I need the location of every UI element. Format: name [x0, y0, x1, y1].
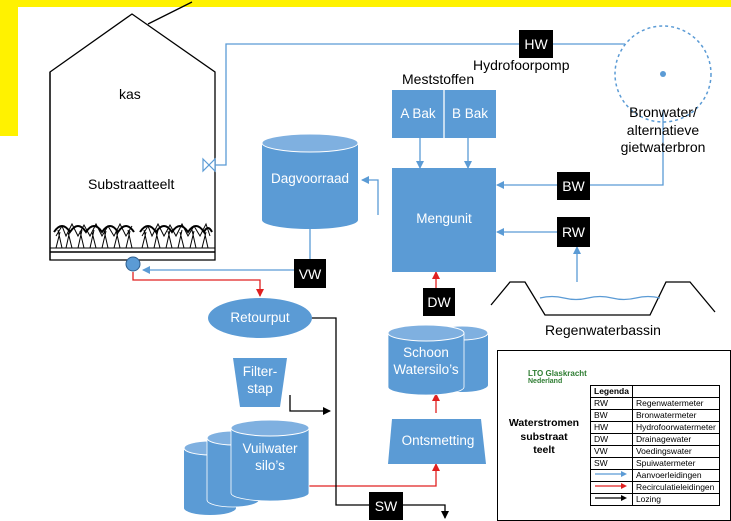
legend-line-desc: Aanvoerleidingen: [631, 469, 720, 482]
legend-header-row: Legenda: [590, 385, 720, 398]
schoon-line-2: Watersilo’s: [393, 361, 459, 377]
vuilwater-silos: [183, 419, 310, 515]
legend-desc: Hydrofoorwatermeter: [631, 421, 720, 434]
bassin-water: [539, 295, 661, 301]
legend-code: DW: [590, 433, 633, 446]
legend-code: RW: [590, 397, 633, 410]
ontsmetting-shape: [388, 419, 486, 464]
vuilwater-label: Vuilwater silo’s: [231, 441, 309, 475]
legend-code: VW: [590, 445, 633, 458]
line-hw-to-greenhouse: [215, 43, 520, 166]
legend-line-row: Lozing: [590, 493, 720, 506]
mengunit-box: [392, 168, 496, 272]
legend-desc: Bronwatermeter: [631, 409, 720, 422]
schoon-line-1: Schoon: [403, 345, 449, 360]
legend-title: Waterstromen substraat teelt: [502, 417, 586, 458]
legend-desc: Drainagewater: [631, 433, 720, 446]
legend-line-row: Aanvoerleidingen: [590, 469, 720, 482]
bronwater-line-1: Bronwater/: [629, 104, 697, 120]
vuilwater-line-1: Vuilwater: [242, 441, 298, 456]
bw-meter-badge: BW: [557, 172, 590, 200]
plants-left: [53, 222, 135, 249]
vuilwater-line-2: silo’s: [255, 457, 285, 473]
filter-label: Filter- stap: [233, 364, 287, 398]
logo-text: LTO Glaskracht Nederland: [528, 369, 587, 386]
legend-desc: Spuiwatermeter: [631, 457, 720, 470]
legend-desc: Regenwatermeter: [631, 397, 720, 410]
mengunit-label: Mengunit: [416, 211, 472, 226]
line-mengunit-to-dagvoorraad: [361, 176, 379, 215]
line-silo-to-ontsmetting: [262, 463, 440, 487]
line-retourput-to-sw: [310, 317, 369, 506]
accent-bar-top: [0, 0, 731, 7]
recirculation-line-icon: [595, 483, 627, 489]
sw-meter-badge: SW: [369, 492, 403, 520]
valve-icon: [202, 157, 216, 173]
schoon-silos: [387, 324, 489, 396]
retourput-label: Retourput: [230, 310, 290, 325]
legend-code: SW: [590, 457, 633, 470]
greenhouse-vent: [147, 1, 193, 25]
greenhouse-label: Substraatteelt: [88, 176, 175, 192]
dagvoorraad-label: Dagvoorraad: [270, 171, 350, 186]
line-drip-to-retourput: [132, 272, 264, 297]
legend-header: Legenda: [590, 385, 633, 398]
legend-line-row: Recirculatieleidingen: [590, 481, 720, 494]
dagvoorraad-tank: [262, 143, 358, 229]
regenwaterbassin-label: Regenwaterbassin: [545, 322, 661, 338]
greenhouse-title: kas: [119, 86, 141, 102]
legend-line-desc: Recirculatieleidingen: [631, 481, 720, 494]
rw-meter-badge: RW: [557, 217, 590, 247]
logo-line-1: LTO Glaskracht: [528, 369, 587, 378]
drain-line-icon: [595, 495, 627, 501]
bronwater-label: Bronwater/ alternatieve gietwaterbron: [603, 104, 723, 157]
plants-right: [139, 222, 213, 249]
supply-line-icon: [595, 471, 627, 477]
legend-code: BW: [590, 409, 633, 422]
ontsmetting-label: Ontsmetting: [401, 433, 475, 448]
legend-title-line-3: teelt: [533, 444, 555, 457]
legend-code: HW: [590, 421, 633, 434]
a-bak-label: A Bak: [400, 106, 436, 121]
hydrofoorpomp-label: Hydrofoorpomp: [473, 57, 570, 73]
vw-meter-badge: VW: [294, 259, 326, 288]
hw-meter-badge: HW: [519, 30, 553, 58]
retourput-shape: [208, 298, 312, 338]
bronwater-source: [614, 25, 712, 123]
b-bak-label: B Bak: [451, 106, 489, 121]
bassin-outline: [490, 281, 716, 316]
greenhouse-outline: [49, 13, 216, 261]
logo-line-2: Nederland: [528, 378, 563, 385]
filter-shape: [233, 358, 287, 407]
legend-title-line-1: Waterstromen: [508, 417, 580, 429]
accent-bar-left: [0, 0, 18, 136]
bronwater-line-3: gietwaterbron: [620, 139, 706, 155]
legend-title-line-2: substraat: [520, 430, 568, 443]
filter-line-1: Filter-: [242, 364, 278, 379]
drip-point: [125, 256, 141, 272]
line-bron-to-bw: [590, 110, 664, 186]
bronwater-line-2: alternatieve: [626, 121, 700, 138]
schoon-label: Schoon Watersilo’s: [388, 345, 464, 379]
legend-desc: Voedingswater: [631, 445, 720, 458]
filter-line-2: stap: [247, 380, 273, 396]
meststoffen-label: Meststoffen: [402, 71, 475, 87]
legend-line-desc: Lozing: [631, 493, 720, 506]
dw-meter-badge: DW: [423, 288, 455, 316]
pump-dot: [660, 71, 666, 77]
legend-panel: LTO Glaskracht Nederland Waterstromen su…: [497, 350, 731, 521]
